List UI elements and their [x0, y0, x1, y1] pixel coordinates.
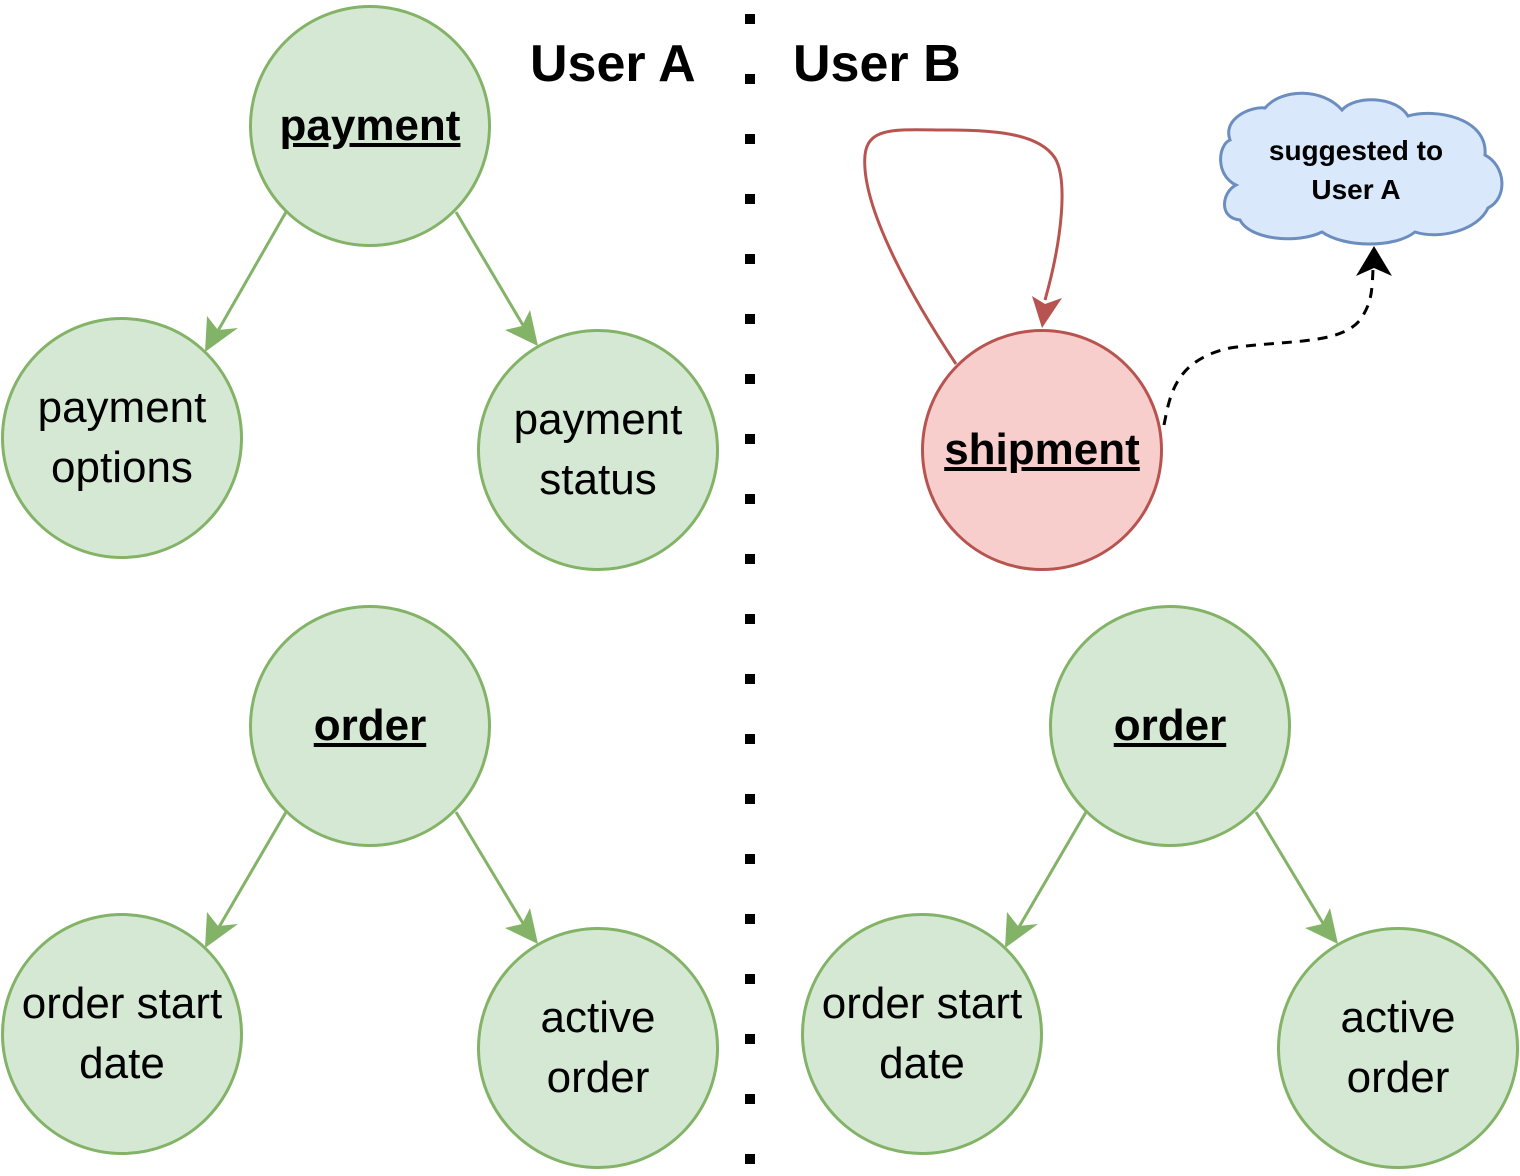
- node-active-order-user-a[interactable]: active order: [477, 927, 719, 1169]
- edge-payment-to-status: [454, 211, 529, 333]
- divider-dot: [745, 974, 755, 984]
- divider-dot: [745, 74, 755, 84]
- node-active-order-user-a-label: active order: [540, 993, 656, 1102]
- node-order-user-a-label: order: [313, 701, 427, 750]
- node-order-start-date-user-a[interactable]: order start date: [1, 913, 243, 1155]
- divider-dot: [745, 14, 755, 24]
- cloud-label: suggested to User A: [1268, 135, 1444, 205]
- arrowhead-payment-status: [505, 310, 538, 346]
- header-user-b: User B: [793, 35, 961, 93]
- arrowhead-order-b-active: [1305, 908, 1338, 944]
- arrowhead-shipment-self-loop: [1032, 296, 1062, 328]
- edge-payment-to-options: [213, 211, 288, 337]
- divider-dot: [745, 1154, 755, 1164]
- divider-dot: [745, 854, 755, 864]
- node-order-start-date-user-a-label: order start date: [21, 979, 223, 1088]
- node-payment-options-label: payment options: [37, 383, 207, 492]
- node-active-order-user-b[interactable]: active order: [1277, 927, 1519, 1169]
- header-user-a: User A: [530, 35, 696, 93]
- arrowhead-order-b-start-date: [1005, 912, 1038, 948]
- divider-dot: [745, 914, 755, 924]
- arrowhead-payment-options: [205, 316, 238, 352]
- node-shipment-label: shipment: [944, 425, 1140, 474]
- node-payment[interactable]: payment: [249, 5, 491, 247]
- edge-shipment-self-loop: [863, 128, 1064, 365]
- divider-dot: [745, 434, 755, 444]
- cloud-shape: [1219, 91, 1504, 246]
- node-payment-status[interactable]: payment status: [477, 329, 719, 571]
- divider-dot: [745, 314, 755, 324]
- node-shipment[interactable]: shipment: [921, 329, 1163, 571]
- node-active-order-user-b-label: active order: [1340, 993, 1456, 1102]
- node-order-user-b[interactable]: order: [1049, 605, 1291, 847]
- node-order-user-a[interactable]: order: [249, 605, 491, 847]
- node-payment-options[interactable]: payment options: [1, 317, 243, 559]
- arrowhead-cloud: [1356, 246, 1392, 276]
- edge-order-b-to-start-date: [1013, 811, 1088, 935]
- divider-dot: [745, 494, 755, 504]
- edge-order-a-to-start-date: [213, 811, 288, 935]
- node-payment-label: payment: [279, 101, 461, 150]
- arrowhead-order-a-active: [505, 908, 538, 944]
- divider-dot: [745, 194, 755, 204]
- node-payment-status-label: payment status: [513, 395, 683, 504]
- node-order-user-b-label: order: [1113, 701, 1227, 750]
- divider-dot: [745, 134, 755, 144]
- divider-dot: [745, 554, 755, 564]
- divider-dotted-line: [745, 14, 755, 1164]
- divider-dot: [745, 734, 755, 744]
- edge-order-b-to-active: [1254, 811, 1329, 931]
- node-order-start-date-user-b[interactable]: order start date: [801, 913, 1043, 1155]
- divider-dot: [745, 794, 755, 804]
- divider-dot: [745, 1094, 755, 1104]
- divider-dot: [745, 614, 755, 624]
- divider-dot: [745, 374, 755, 384]
- divider-dot: [745, 674, 755, 684]
- divider-dot: [745, 254, 755, 264]
- edge-order-a-to-active: [454, 811, 529, 931]
- divider-dot: [745, 1034, 755, 1044]
- arrowhead-order-a-start-date: [205, 912, 238, 948]
- edge-shipment-to-cloud-dashed: [1162, 269, 1375, 426]
- node-order-start-date-user-b-label: order start date: [821, 979, 1023, 1088]
